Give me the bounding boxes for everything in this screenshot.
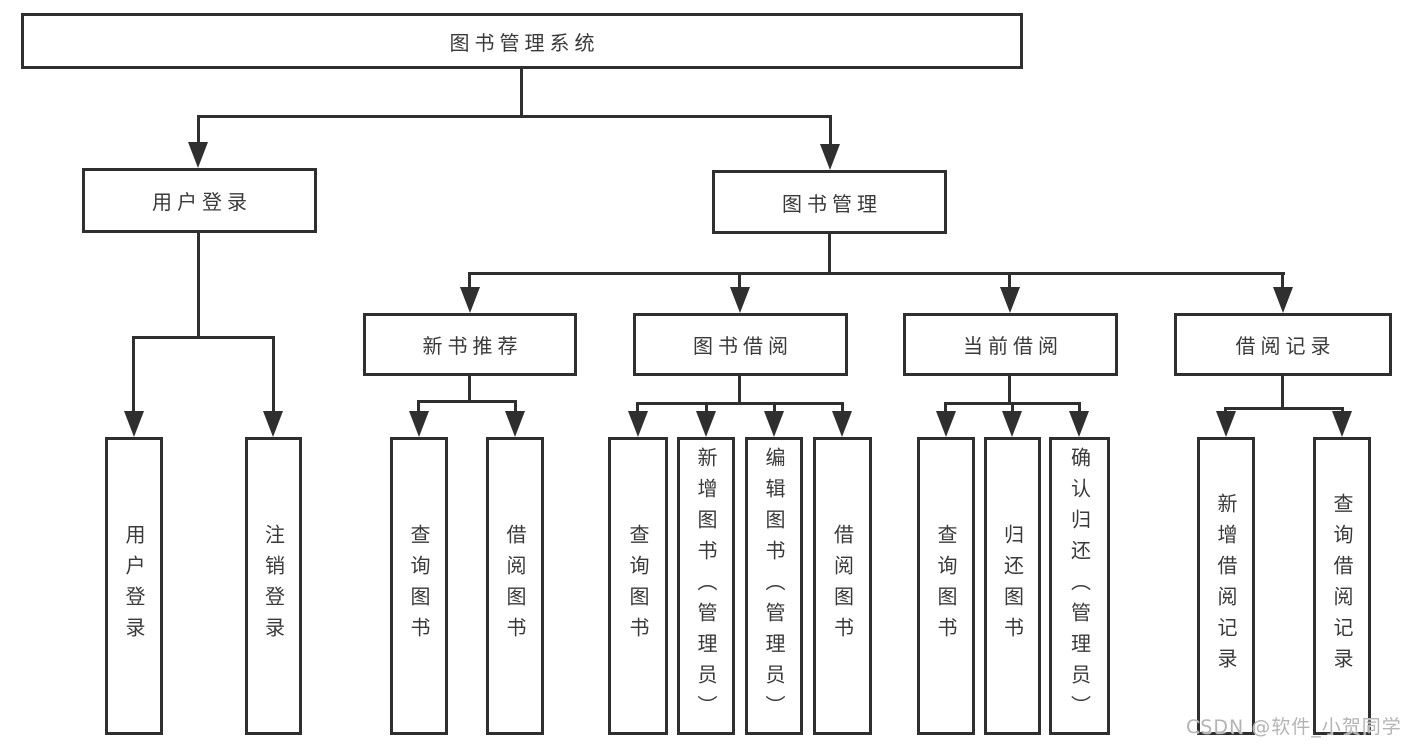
connector-line — [132, 336, 135, 416]
connector-line — [738, 376, 741, 404]
connector-line — [468, 272, 1285, 275]
arrowhead-icon — [730, 287, 750, 313]
connector-line — [636, 402, 844, 405]
connector-line — [944, 402, 947, 414]
leaf-borrow-books: 借阅图书 — [813, 437, 872, 735]
leaf-confirm-return-admin: 确认归还（管理员） — [1049, 437, 1110, 735]
leaf-logout: 注销登录 — [245, 437, 302, 735]
leaf-query-books-recommend: 查询图书 — [390, 437, 448, 735]
node-current-borrow: 当前借阅 — [903, 313, 1118, 376]
leaf-query-books-current: 查询图书 — [917, 437, 975, 735]
connector-line — [1011, 402, 1014, 414]
connector-line — [1281, 376, 1284, 409]
connector-line — [514, 400, 517, 414]
node-user-login: 用户登录 — [82, 168, 317, 233]
connector-line — [272, 336, 275, 416]
node-book-management: 图书管理 — [712, 170, 947, 234]
arrowhead-icon — [505, 411, 525, 437]
arrowhead-icon — [628, 411, 648, 437]
arrowhead-icon — [1000, 287, 1020, 313]
arrowhead-icon — [1069, 411, 1089, 437]
arrowhead-icon — [1216, 411, 1236, 437]
connector-line — [738, 272, 741, 292]
arrowhead-icon — [764, 411, 784, 437]
connector-line — [468, 376, 471, 402]
arrowhead-icon — [460, 287, 480, 313]
connector-line — [1078, 402, 1081, 414]
connector-line — [132, 336, 275, 339]
leaf-edit-books-admin: 编辑图书（管理员） — [745, 437, 803, 735]
arrowhead-icon — [188, 142, 208, 168]
arrowhead-icon — [696, 411, 716, 437]
arrowhead-icon — [1332, 411, 1352, 437]
node-new-book-recommend: 新书推荐 — [363, 313, 577, 376]
connector-line — [841, 402, 844, 414]
connector-line — [197, 233, 200, 336]
connector-line — [1224, 407, 1344, 410]
leaf-add-books-admin: 新增图书（管理员） — [677, 437, 735, 735]
leaf-borrow-books-recommend: 借阅图书 — [486, 437, 544, 735]
arrowhead-icon — [263, 411, 283, 437]
connector-line — [828, 234, 831, 272]
arrowhead-icon — [124, 411, 144, 437]
connector-line — [468, 272, 471, 292]
connector-line — [417, 400, 517, 403]
arrowhead-icon — [1273, 287, 1293, 313]
connector-line — [417, 400, 420, 414]
connector-line — [1008, 272, 1011, 292]
connector-line — [705, 402, 708, 414]
node-book-borrow: 图书借阅 — [633, 313, 848, 376]
leaf-query-borrow-record: 查询借阅记录 — [1313, 437, 1371, 735]
connector-line — [197, 115, 200, 147]
leaf-return-books: 归还图书 — [984, 437, 1041, 735]
leaf-user-login: 用户登录 — [105, 437, 163, 735]
connector-line — [636, 402, 639, 414]
csdn-watermark: CSDN @软件_小贺同学 — [1186, 716, 1402, 738]
node-library-system: 图书管理系统 — [21, 13, 1023, 69]
arrowhead-icon — [409, 411, 429, 437]
connector-line — [520, 69, 523, 115]
arrowhead-icon — [1002, 411, 1022, 437]
leaf-add-borrow-record: 新增借阅记录 — [1197, 437, 1255, 735]
leaf-query-books-borrow: 查询图书 — [608, 437, 668, 735]
connector-line — [829, 115, 832, 149]
connector-line — [197, 115, 832, 118]
arrowhead-icon — [936, 411, 956, 437]
arrowhead-icon — [832, 411, 852, 437]
connector-line — [1008, 376, 1011, 404]
connector-line — [1281, 272, 1284, 292]
arrowhead-icon — [820, 144, 840, 170]
connector-line — [773, 402, 776, 414]
node-borrow-records: 借阅记录 — [1174, 313, 1392, 376]
